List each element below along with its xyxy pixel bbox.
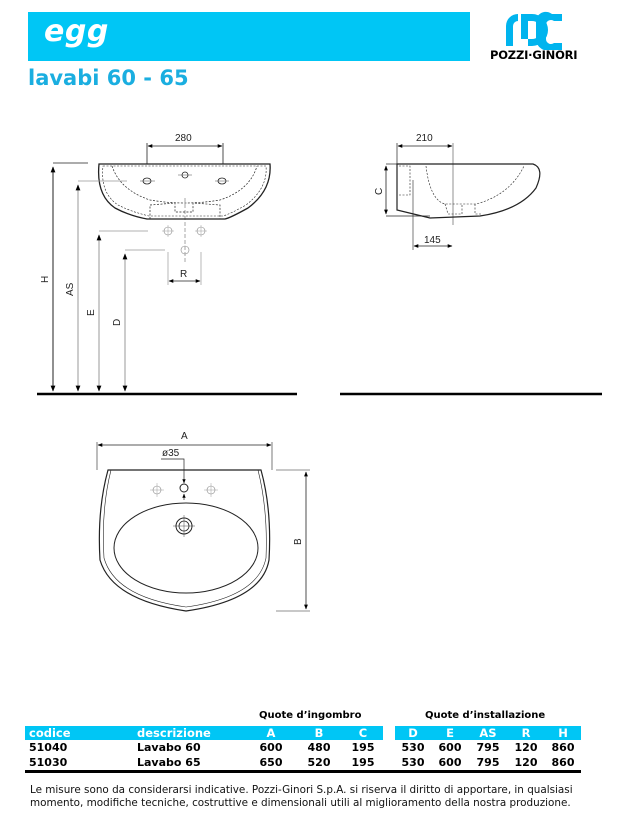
cell-b: 520	[295, 755, 343, 773]
side-view-drawing	[340, 143, 602, 396]
col-header-codice: codice	[25, 726, 137, 740]
product-line-title: egg	[44, 14, 109, 49]
col-header-d: D	[395, 726, 431, 740]
spec-table: codice descrizione A B C D E AS R H 5104…	[25, 726, 581, 773]
logo-text: POZZI·GINORI	[490, 48, 578, 62]
table-row: 51040 Lavabo 60 600 480 195 530 600 795 …	[25, 740, 581, 755]
cell-a: 650	[247, 755, 295, 773]
cell-c: 195	[351, 741, 375, 754]
col-header-h: H	[545, 726, 581, 740]
cell-e: 600	[431, 755, 469, 773]
group-label-ingombro: Quote d’ingombro	[259, 710, 362, 721]
dim-e-label: E	[86, 309, 97, 316]
header-gap	[383, 726, 395, 740]
cell-e: 600	[438, 741, 462, 754]
cell-b: 480	[307, 741, 331, 754]
dim-h-label: H	[40, 276, 51, 283]
dim-b-label: B	[293, 538, 304, 545]
col-header-descrizione: descrizione	[137, 726, 247, 740]
cell-descrizione: Lavabo 60	[137, 741, 201, 754]
row-gap	[383, 740, 395, 755]
logo-mark-icon	[506, 11, 562, 51]
table-header-row: codice descrizione A B C D E AS R H	[25, 726, 581, 740]
col-header-r: R	[507, 726, 545, 740]
row-gap	[383, 755, 395, 773]
cell-descrizione: Lavabo 65	[137, 755, 247, 773]
cell-r: 120	[507, 755, 545, 773]
col-header-e: E	[431, 726, 469, 740]
technical-drawings: 280 R H AS E D 210 145 C	[37, 133, 602, 612]
dim-diameter-label: ø35	[162, 448, 180, 459]
cell-d: 530	[401, 741, 425, 754]
cell-as: 795	[469, 755, 507, 773]
col-header-as: AS	[469, 726, 507, 740]
pozzi-ginori-logo: POZZI·GINORI	[490, 10, 610, 65]
product-subtitle: lavabi 60 - 65	[28, 66, 189, 90]
dim-a-label: A	[181, 431, 188, 442]
cell-a: 600	[259, 741, 283, 754]
col-header-b: B	[295, 726, 343, 740]
dim-210-label: 210	[416, 133, 433, 144]
front-view-drawing	[37, 143, 297, 396]
cell-as: 795	[476, 741, 500, 754]
cell-c: 195	[343, 755, 383, 773]
table-row: 51030 Lavabo 65 650 520 195 530 600 795 …	[25, 755, 581, 773]
group-label-installazione: Quote d’installazione	[425, 710, 546, 721]
dim-d-label: D	[112, 319, 123, 326]
col-header-a: A	[247, 726, 295, 740]
cell-codice: 51030	[25, 755, 137, 773]
top-view-drawing	[96, 442, 310, 612]
header-bar	[28, 12, 470, 61]
dim-r-label: R	[180, 269, 187, 280]
dim-c-label: C	[374, 188, 385, 195]
cell-h: 860	[545, 755, 581, 773]
cell-d: 530	[395, 755, 431, 773]
cell-codice: 51040	[29, 741, 68, 754]
disclaimer-text: Le misure sono da considerarsi indicativ…	[30, 784, 573, 809]
dim-as-label: AS	[65, 282, 76, 296]
col-header-c: C	[343, 726, 383, 740]
cell-h: 860	[551, 741, 575, 754]
dim-280-label: 280	[175, 133, 192, 144]
dim-145-label: 145	[424, 235, 441, 246]
cell-r: 120	[514, 741, 538, 754]
